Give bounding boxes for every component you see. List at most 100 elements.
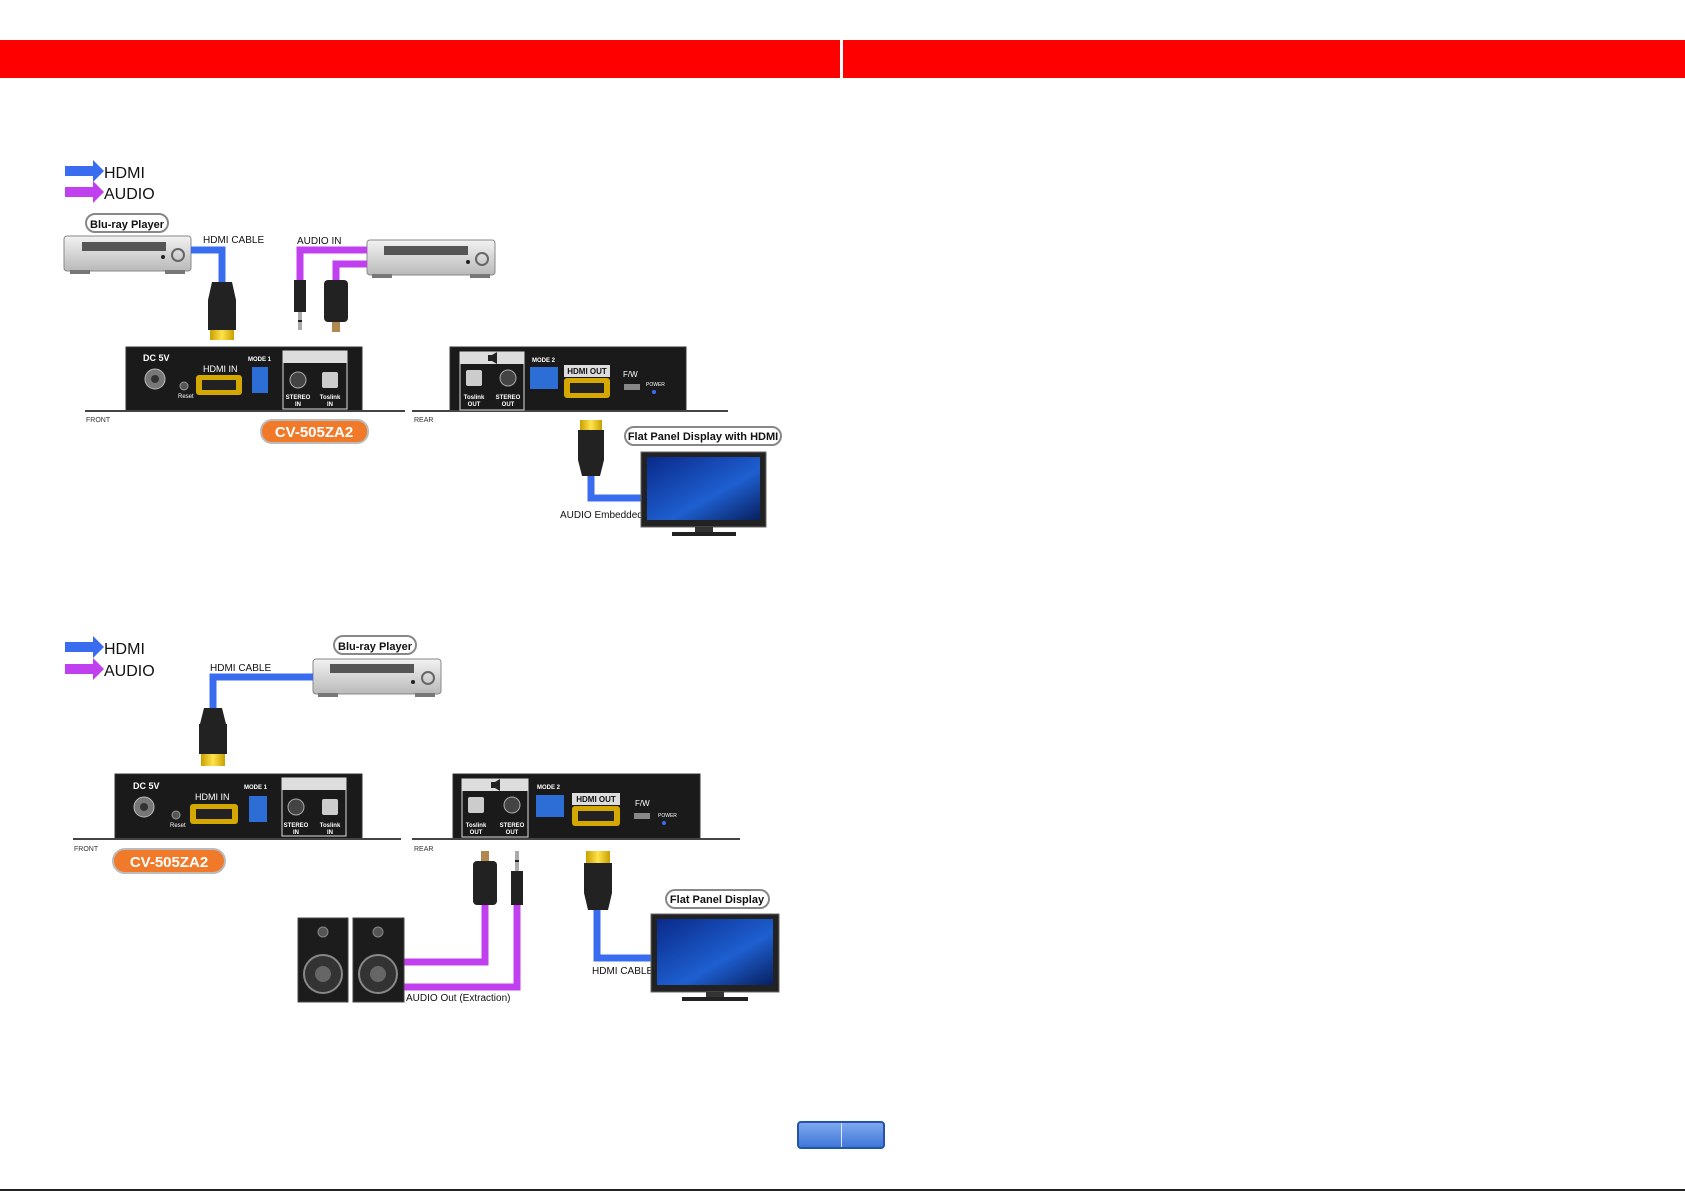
diagram-1: HDMI AUDIO Blu-ray Player HDMI CABLE bbox=[63, 160, 782, 536]
flat-panel-display bbox=[640, 451, 767, 536]
page-indicator-segment[interactable] bbox=[799, 1123, 842, 1147]
audio-embedded-label: AUDIO Embedded bbox=[560, 510, 643, 521]
hdmi-cable bbox=[191, 246, 226, 292]
rear-hdmi-out-label: HDMI OUT bbox=[567, 367, 607, 376]
speaker-icon bbox=[491, 779, 500, 791]
page-indicator[interactable] bbox=[797, 1121, 885, 1149]
front-toslink-in-label-1: Toslink bbox=[320, 823, 341, 829]
front-side-label: FRONT bbox=[86, 417, 111, 424]
rear-mode-label: MODE 2 bbox=[532, 358, 556, 364]
diagram-2: HDMI AUDIO Blu-ray Player HDMI CABLE bbox=[65, 635, 780, 1004]
speaker-left bbox=[297, 917, 349, 1003]
speaker-right bbox=[352, 917, 405, 1003]
rear-panel: Toslink OUT STEREO OUT MODE 2 HDMI OUT F… bbox=[412, 773, 740, 853]
toslink-in-port-icon bbox=[322, 799, 338, 815]
toslink-out-plug bbox=[473, 851, 497, 905]
rear-mode-label: MODE 2 bbox=[537, 785, 561, 791]
front-stereo-in-label-1: STEREO bbox=[284, 823, 309, 829]
front-toslink-in-label-2: IN bbox=[327, 402, 333, 408]
front-hdmi-in-label: HDMI IN bbox=[203, 364, 238, 374]
toslink-out-port-icon bbox=[468, 797, 484, 813]
source-label-badge bbox=[85, 213, 169, 233]
dip-switch-icon bbox=[530, 367, 558, 389]
audio-cable-toslink bbox=[404, 905, 489, 966]
stereo-out-plug bbox=[511, 851, 523, 905]
audio-cable-stereo bbox=[296, 246, 367, 292]
stereo-in-port-icon bbox=[289, 371, 307, 389]
front-mode-label: MODE 1 bbox=[244, 785, 268, 791]
rear-toslink-out-label-1: Toslink bbox=[464, 395, 485, 401]
model-label: CV-505ZA2 bbox=[130, 854, 208, 871]
dip-switch-icon bbox=[252, 367, 268, 393]
rear-toslink-out-label-2: OUT bbox=[470, 830, 483, 836]
front-stereo-in-label-2: IN bbox=[293, 830, 299, 836]
stereo-out-port-icon bbox=[503, 796, 521, 814]
hdmi-plug bbox=[199, 708, 227, 766]
hdmi-cable-to-display bbox=[593, 910, 652, 962]
bluray-player bbox=[63, 235, 192, 274]
display-label-badge bbox=[624, 426, 782, 446]
reset-button-icon bbox=[171, 810, 181, 820]
front-dc-label: DC 5V bbox=[143, 353, 170, 363]
header-bar-left bbox=[0, 40, 840, 78]
bluray-player bbox=[312, 658, 442, 697]
rear-panel: Toslink OUT STEREO OUT MODE 2 HDMI OUT F… bbox=[412, 346, 728, 424]
display-label: Flat Panel Display bbox=[670, 894, 765, 906]
audio-in-label: AUDIO IN bbox=[297, 236, 341, 247]
source-label: Blu-ray Player bbox=[338, 641, 413, 653]
usb-port-icon bbox=[634, 813, 650, 819]
front-panel: DC 5V Reset HDMI IN MODE 1 STEREO IN Tos… bbox=[85, 346, 405, 424]
rear-side-label: REAR bbox=[414, 417, 433, 424]
front-stereo-in-label-1: STEREO bbox=[286, 395, 311, 401]
front-toslink-in-label-1: Toslink bbox=[320, 395, 341, 401]
hdmi-cable-label: HDMI CABLE bbox=[210, 663, 271, 674]
model-badge bbox=[112, 848, 226, 874]
power-led-icon bbox=[652, 390, 656, 394]
footer-rule bbox=[0, 1189, 1685, 1191]
legend-hdmi-label: HDMI bbox=[104, 165, 145, 182]
display-cable-label: HDMI CABLE bbox=[592, 966, 653, 977]
display-label-badge bbox=[665, 889, 770, 909]
front-toslink-in-label-2: IN bbox=[327, 830, 333, 836]
hdmi-arrow-icon bbox=[65, 636, 104, 658]
header-bar-right bbox=[843, 40, 1685, 78]
dip-switch-icon bbox=[536, 795, 564, 817]
rear-stereo-out-label-2: OUT bbox=[502, 402, 515, 408]
hdmi-cable-to-display bbox=[587, 476, 643, 502]
hdmi-cable bbox=[209, 673, 313, 712]
display-label: Flat Panel Display with HDMI bbox=[628, 431, 778, 443]
legend: HDMI AUDIO bbox=[65, 636, 155, 680]
toslink-out-port-icon bbox=[466, 370, 482, 386]
toslink-in-port-icon bbox=[322, 372, 338, 388]
front-reset-label: Reset bbox=[178, 394, 194, 400]
front-stereo-in-label-2: IN bbox=[295, 402, 301, 408]
front-mode-label: MODE 1 bbox=[248, 357, 272, 363]
model-label: CV-505ZA2 bbox=[275, 424, 353, 441]
front-hdmi-in-label: HDMI IN bbox=[195, 792, 230, 802]
rear-hdmi-out-label: HDMI OUT bbox=[576, 795, 616, 804]
rear-stereo-out-label-2: OUT bbox=[506, 830, 519, 836]
front-panel: DC 5V Reset HDMI IN MODE 1 STEREO IN Tos… bbox=[73, 773, 401, 853]
power-led-icon bbox=[662, 821, 666, 825]
legend-audio-label: AUDIO bbox=[104, 186, 155, 203]
stereo-jack-plug bbox=[294, 280, 306, 330]
flat-panel-display bbox=[650, 913, 780, 1001]
reset-button-icon bbox=[179, 381, 189, 391]
stereo-in-port-icon bbox=[287, 798, 305, 816]
audio-source-device bbox=[366, 239, 496, 278]
speaker-icon bbox=[488, 352, 497, 364]
front-reset-label: Reset bbox=[170, 823, 186, 829]
front-side-label: FRONT bbox=[74, 846, 99, 853]
audio-out-label: AUDIO Out (Extraction) bbox=[406, 993, 510, 1004]
front-dc-label: DC 5V bbox=[133, 781, 160, 791]
rear-power-label: POWER bbox=[658, 813, 677, 819]
stereo-out-port-icon bbox=[499, 369, 517, 387]
legend: HDMI AUDIO bbox=[65, 160, 155, 203]
page-indicator-segment[interactable] bbox=[842, 1123, 884, 1147]
legend-hdmi-label: HDMI bbox=[104, 641, 145, 658]
hdmi-out-plug bbox=[584, 851, 612, 910]
audio-arrow-icon bbox=[65, 181, 104, 203]
usb-port-icon bbox=[624, 384, 640, 390]
hdmi-arrow-icon bbox=[65, 160, 104, 182]
